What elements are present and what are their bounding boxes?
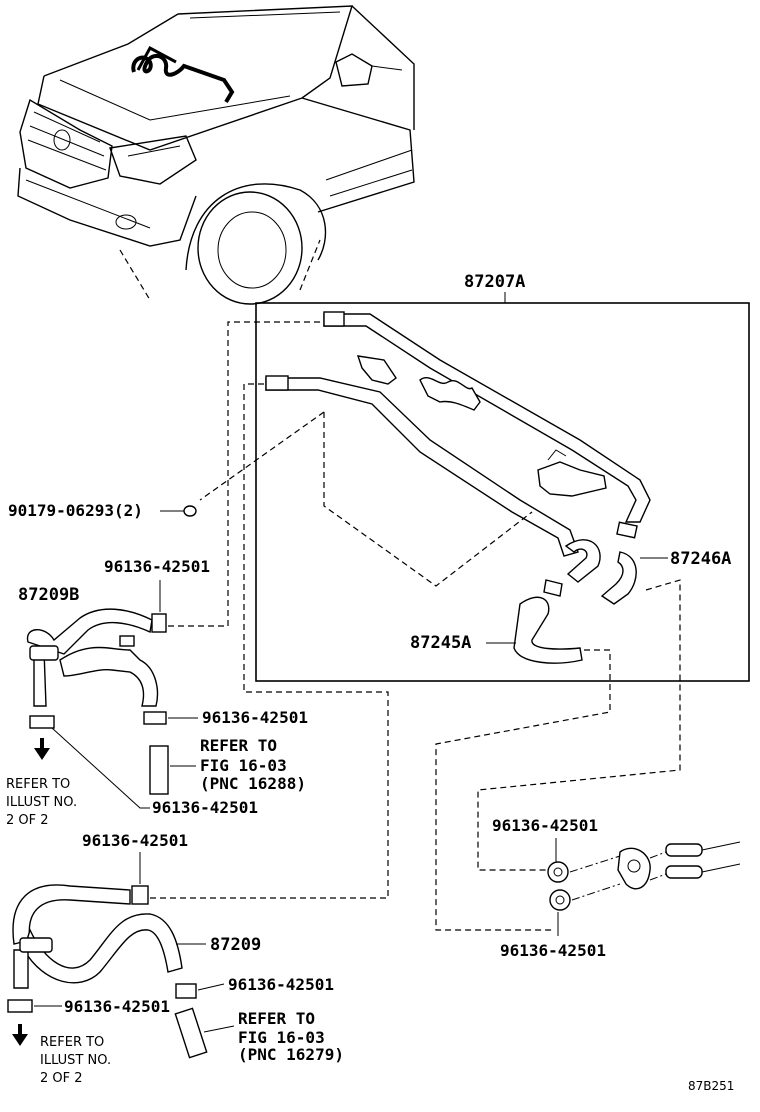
refer-illust-lower-2: ILLUST NO. [40,1053,111,1068]
clamp-d-icon [131,885,149,905]
refer-illust-upper-1: REFER TO [6,777,70,792]
refer-illust-upper-2: ILLUST NO. [6,795,77,810]
nozzle-tip-lower-icon [665,865,703,879]
vehicle-illustration [17,5,415,305]
refer-fig-upper-1: REFER TO [200,736,277,755]
assembly-box [255,292,750,682]
refer-fig-lower-1: REFER TO [238,1009,315,1028]
refer-fig-lower-3: (PNC 16279) [238,1045,344,1064]
label-87245A: 87245A [410,633,471,653]
label-clamp-h: 96136-42501 [500,941,606,960]
clamp-h-icon [549,889,571,911]
pipe-upper-icon [149,745,169,795]
label-87246A: 87246A [670,549,731,569]
arrow-down-icon-lower [12,1024,28,1046]
label-clamp-b: 96136-42501 [202,708,308,727]
arrow-down-icon-upper [34,738,50,760]
label-87209: 87209 [210,935,261,955]
clamp-g-icon [547,861,569,883]
hose-87209B [26,608,159,707]
refer-fig-upper-3: (PNC 16288) [200,774,306,793]
pipe-lower-icon [174,1007,208,1059]
washer-hose-assembly [265,311,651,664]
nozzle-body-icon [617,847,651,890]
clamp-e-icon [175,983,197,999]
label-clamp-g: 96136-42501 [492,816,598,835]
refer-fig-lower-2: FIG 16-03 [238,1028,325,1047]
label-grommet: 90179-06293(2) [8,501,143,520]
figure-code: 87B251 [688,1079,734,1093]
clamp-b-icon [143,711,167,725]
label-clamp-c: 96136-42501 [152,798,258,817]
label-clamp-a: 96136-42501 [104,557,210,576]
label-clamp-f: 96136-42501 [64,997,170,1016]
clamp-a-icon [151,613,167,633]
refer-illust-lower-1: REFER TO [40,1035,104,1050]
label-clamp-e: 96136-42501 [228,975,334,994]
nozzle-tip-upper-icon [665,843,703,857]
label-87209B: 87209B [18,585,79,605]
refer-illust-upper-3: 2 OF 2 [6,813,49,828]
clamp-f-icon [7,999,33,1013]
label-clamp-d: 96136-42501 [82,831,188,850]
refer-fig-upper-2: FIG 16-03 [200,756,287,775]
grommet-icon [183,505,197,517]
clamp-c-icon [29,715,55,729]
label-87207A: 87207A [464,272,525,292]
refer-illust-lower-3: 2 OF 2 [40,1071,83,1086]
hose-87209 [12,884,183,989]
